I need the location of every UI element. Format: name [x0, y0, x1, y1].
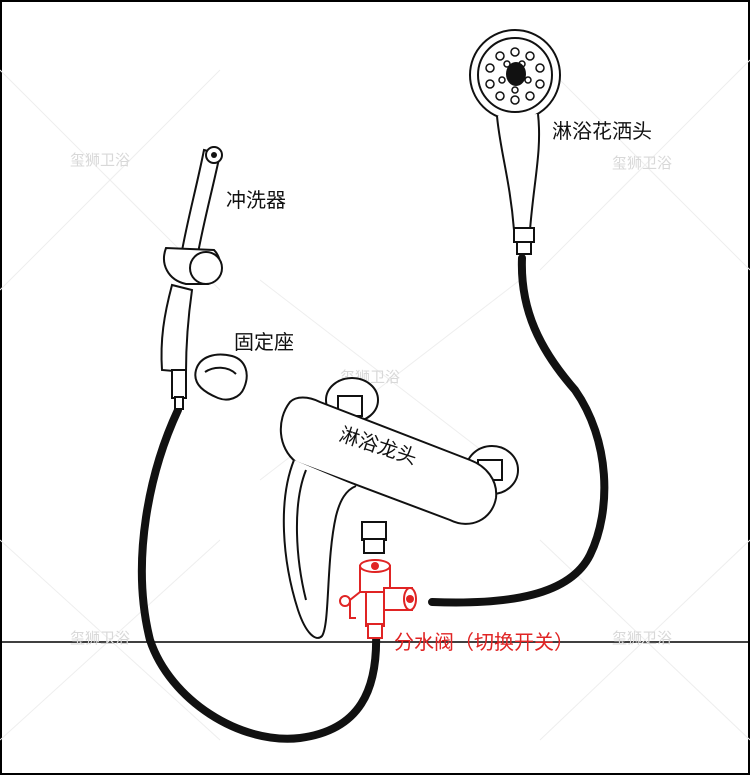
bidet-sprayer-label: 冲洗器 — [226, 188, 286, 212]
shower-head-label: 淋浴花洒头 — [552, 119, 652, 143]
holder — [194, 353, 248, 401]
faucet — [279, 377, 519, 639]
shower-head-center — [506, 62, 526, 86]
shower-hose — [428, 254, 609, 607]
bidet-sprayer — [160, 146, 223, 410]
diverter-label: 分水阀（切换开关） — [394, 630, 574, 654]
bidet-hose — [137, 406, 381, 743]
bidet-nozzle-dot — [211, 152, 217, 158]
watermark-text: 玺狮卫浴 — [70, 629, 130, 647]
diverter-inlet-dot — [371, 562, 379, 570]
holder-label: 固定座 — [234, 330, 294, 354]
watermark-text: 玺狮卫浴 — [70, 151, 130, 169]
watermark-text: 玺狮卫浴 — [612, 629, 672, 647]
watermark-text: 玺狮卫浴 — [612, 154, 672, 172]
diverter-outlet-dot — [406, 595, 414, 603]
